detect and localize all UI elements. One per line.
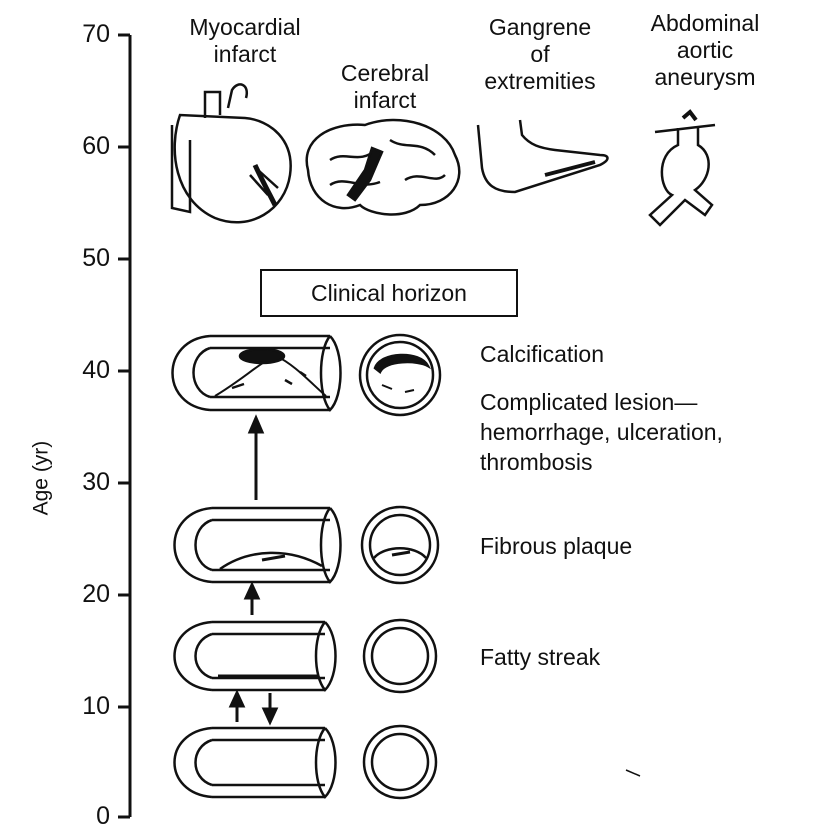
label-calcification: Calcification [480, 341, 604, 368]
tick-20: 20 [52, 580, 110, 610]
y-axis-title: Age (yr) [30, 445, 55, 515]
tick-60: 60 [52, 132, 110, 162]
tick-30: 30 [52, 468, 110, 498]
cross-section-calcification [360, 335, 440, 415]
artery-tube-fatty-streak [175, 622, 336, 690]
cross-section-fibrous [362, 507, 438, 583]
brain-icon [307, 120, 460, 214]
tick-40: 40 [52, 356, 110, 386]
label-fatty-streak: Fatty streak [480, 644, 600, 671]
clinical-horizon-box: Clinical horizon [260, 269, 518, 317]
label-myocardial-infarct: Myocardialinfarct [160, 14, 330, 68]
label-fibrous-plaque: Fibrous plaque [480, 533, 632, 560]
label-abdominal-aortic-aneurysm: Abdominalaorticaneurysm [630, 10, 780, 91]
tick-50: 50 [52, 244, 110, 274]
clinical-horizon-label: Clinical horizon [311, 280, 467, 307]
scan-mark [626, 770, 640, 776]
artery-tube-calcification [173, 336, 341, 410]
aneurysm-icon [650, 112, 715, 225]
label-cerebral-infarct: Cerebralinfarct [315, 60, 455, 114]
tick-0: 0 [52, 802, 110, 832]
artery-tube-fibrous [175, 508, 341, 582]
cross-section-normal [364, 726, 436, 798]
label-gangrene-of-extremities: Gangreneofextremities [455, 14, 625, 95]
tick-10: 10 [52, 692, 110, 722]
label-complicated-lesion: Complicated lesion—hemorrhage, ulceratio… [480, 388, 723, 478]
age-axis-ticks [118, 35, 130, 817]
foot-icon [478, 120, 608, 192]
tick-70: 70 [52, 20, 110, 50]
cross-section-fatty-streak [364, 620, 436, 692]
heart-icon [172, 84, 291, 222]
artery-tube-normal [175, 728, 336, 797]
